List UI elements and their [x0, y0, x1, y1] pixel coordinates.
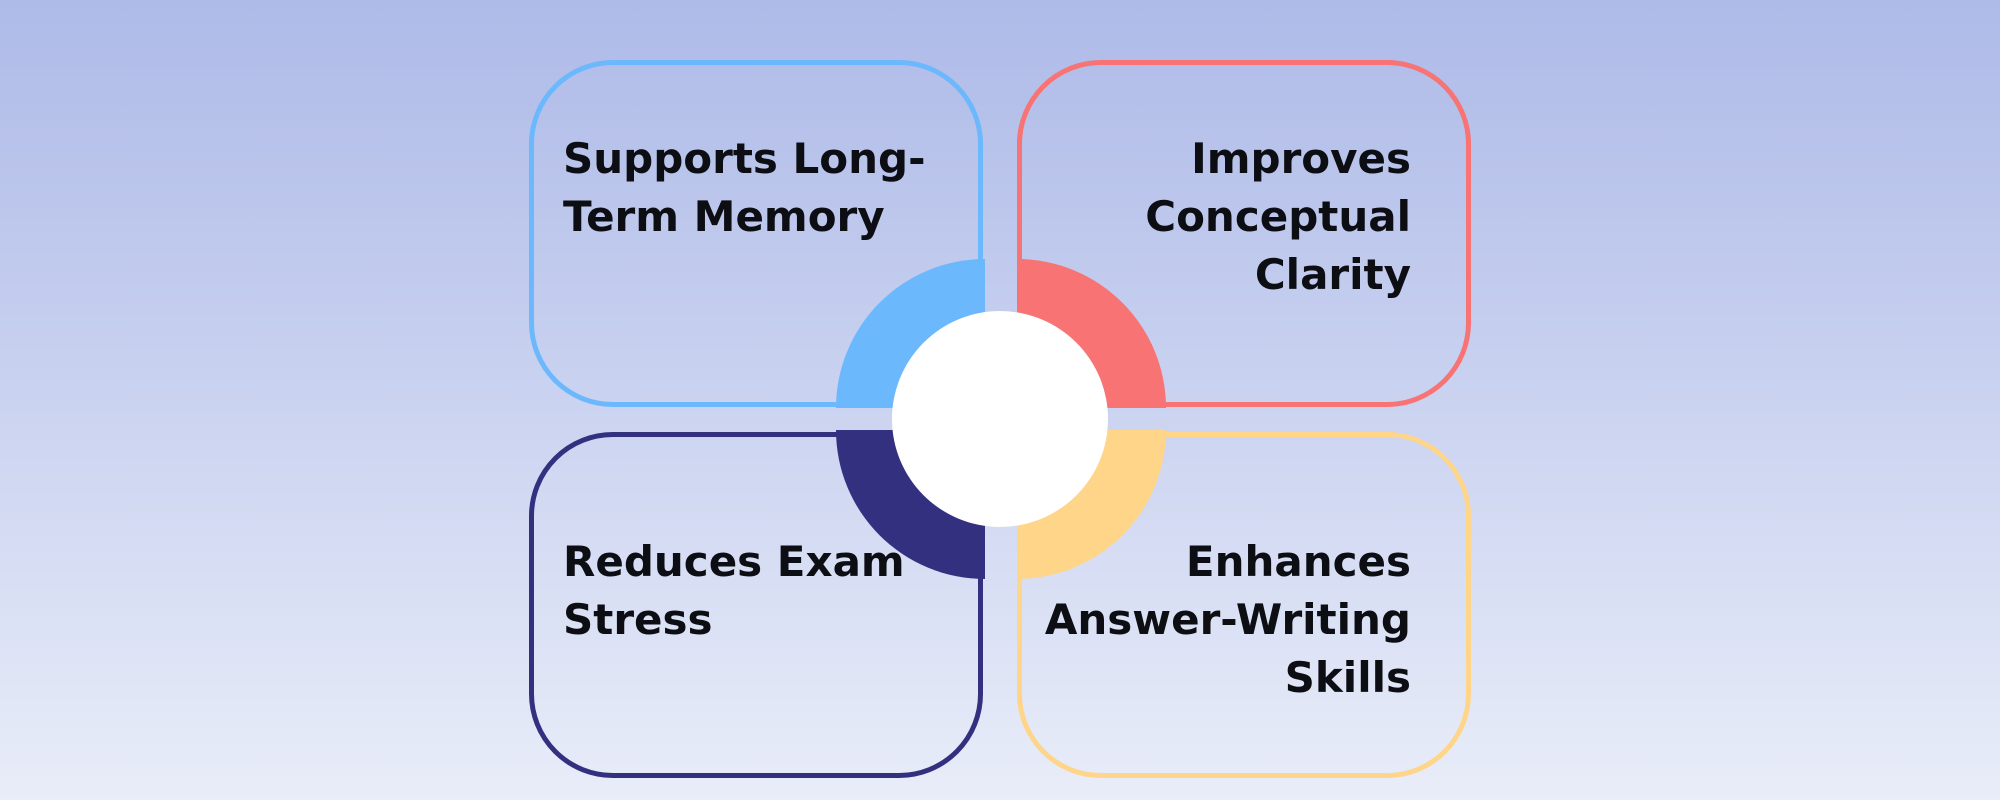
label-line: Enhances	[1185, 537, 1411, 586]
label-answer-writing: Enhances Answer-Writing Skills	[1045, 533, 1411, 707]
card-long-term-memory	[529, 60, 983, 407]
label-line: Clarity	[1254, 250, 1411, 299]
label-conceptual-clarity: Improves Conceptual Clarity	[1145, 130, 1411, 304]
label-long-term-memory: Supports Long- Term Memory	[563, 130, 926, 246]
card-answer-writing	[1017, 432, 1471, 778]
label-line: Improves	[1191, 134, 1411, 183]
label-line: Skills	[1284, 653, 1411, 702]
label-line: Reduces Exam	[563, 537, 905, 586]
label-line: Conceptual	[1145, 192, 1411, 241]
label-exam-stress: Reduces Exam Stress	[563, 533, 905, 649]
label-line: Term Memory	[563, 192, 885, 241]
label-line: Stress	[563, 595, 713, 644]
center-circle	[892, 311, 1108, 527]
card-conceptual-clarity	[1017, 60, 1471, 407]
label-line: Answer-Writing	[1044, 595, 1411, 644]
card-exam-stress	[529, 432, 983, 778]
label-line: Supports Long-	[563, 134, 926, 183]
